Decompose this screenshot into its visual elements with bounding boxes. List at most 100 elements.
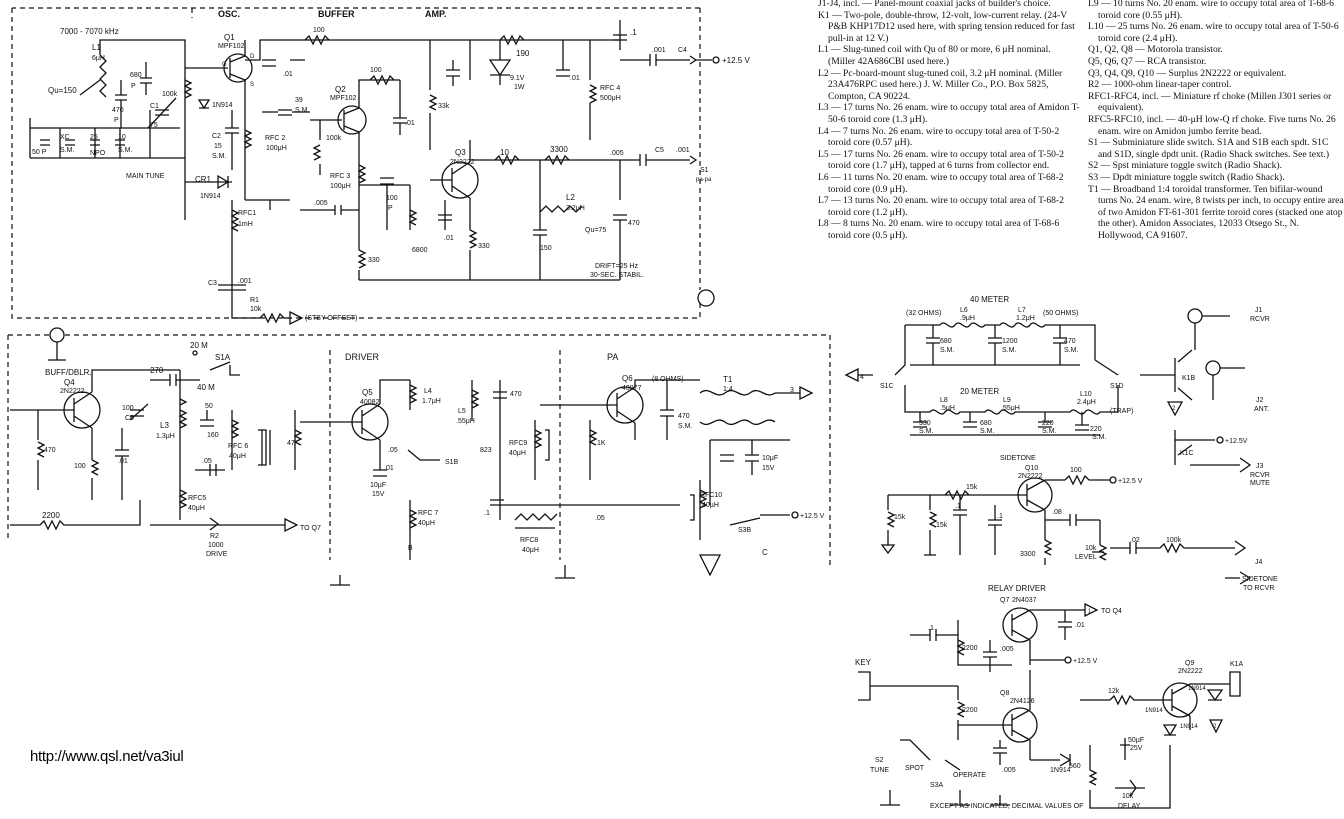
label-t1-ratio: 1:4 [723,386,733,393]
label-q1-type: MPF102 [218,43,245,50]
label-supply-pa: +12.5 V [800,513,825,520]
rfc5-coil [178,480,188,520]
val-r100-b: 100 [370,67,382,74]
label-l4: L4 [424,388,432,395]
tx-dashed-border [7,334,831,565]
c6-trimmer [129,403,149,421]
c470-pa-b [660,380,674,440]
q8-leads [958,670,1031,760]
c08 [1045,514,1100,526]
val-rfc6: 40μH [229,453,246,460]
label-q3: Q3 [455,148,466,157]
label-qu150: Qu=150 [48,86,77,95]
c160 [200,410,214,427]
c01-amp-b [438,200,452,230]
parts-entry: L8 — 8 turns No. 20 enam. wire to occupy… [818,218,1060,241]
r100-q2 [369,74,395,86]
val-r100-a: 100 [313,27,325,34]
q7-leads [1011,609,1085,665]
label-qu75: Qu=75 [585,227,606,234]
s1a-switch [209,361,240,376]
r330-b [468,229,478,260]
label-q5-type: 40082 [360,399,380,406]
l5-coil [470,380,480,420]
footer-note: EXCEPT AS INDICATED, DECIMAL VALUES OF [930,803,1084,810]
cr1-diode [185,174,232,190]
val-l2: 3.2μH [566,205,585,212]
label-1n914-c: 1N914 [1188,686,1206,692]
val-c470-c: 470 [510,391,522,398]
t1-windings [699,389,776,426]
val-r33k: 33k [438,103,450,110]
c005-a [300,205,359,215]
r100k-q2 [312,120,322,175]
label-j3-rcvr: RCVR [1250,472,1270,479]
val-r100k-1: 100k [162,91,178,98]
vfo-dashed-border [11,7,701,319]
tank-bus [29,110,185,159]
val-r1: 10k [250,306,262,313]
c05-a [195,464,225,476]
arrow-2-k1a [1208,719,1224,734]
sidetone-out [1110,540,1247,556]
supply-terminal-pa [791,511,799,519]
rfc4-coil [588,40,598,140]
r2200-key-b [956,686,966,740]
val-l7: 1.2μH [1016,315,1035,322]
q9-leads [1160,683,1230,730]
val-c470-b: 470 [628,220,640,227]
rfc7-coil [408,500,418,560]
level-pot [1092,520,1108,561]
val-c005-c: .005 [1000,646,1014,653]
val-rfc2: 100μH [266,145,287,152]
val-ss9: S.M. [919,428,933,435]
val-c470-e: 470 [1064,338,1076,345]
val-r330-b: 330 [478,243,490,250]
label-relay-driver: RELAY DRIVER [988,584,1046,593]
parts-entry: L4 — 7 turns No. 26 enam. wire to occupy… [818,125,1060,149]
val-rfc1: 1mH [238,221,253,228]
parts-entry: Q3, Q4, Q9, Q10 — Surplus 2N2222 or equi… [1088,67,1287,79]
label-zener: 9.1V [510,75,525,82]
val-r15k-c: 15k [936,522,948,529]
label-50ohms: (50 OHMS) [1043,310,1078,317]
diode-1n914 [197,99,211,110]
r1-path [231,300,290,324]
q4-leads [10,369,180,460]
label-c4: C4 [678,47,687,54]
label-to-q4: TO Q4 [1101,608,1122,615]
r100-q4 [90,459,100,500]
l3-coil [178,370,188,480]
buffer-feed [245,39,350,67]
val-r15k-b: 15k [894,514,906,521]
label-1n914-e: 1N914 [1180,724,1198,730]
val-c01-f: .01 [384,465,394,472]
label-25v: 25V [1130,745,1143,752]
s2-s3a-switches [900,739,961,771]
label-rfc2: RFC 2 [265,135,285,142]
val-c823: 823 [480,447,492,454]
val-c01-a: .01 [283,71,293,78]
c005-key [983,640,997,672]
c470-pa [493,380,507,520]
val-ss7: S.M. [1002,347,1016,354]
val-r2200-b: 2200 [962,645,978,652]
val-c001-c: .001 [676,147,690,154]
parts-entry: L9 — 10 turns No. 20 enam. wire to occup… [1088,0,1334,21]
label-spot: SPOT [905,765,925,772]
val-r3300-b: 3300 [1020,551,1036,558]
rfc9-coil [533,420,550,480]
label-supply-q10: +12.5 V [1118,478,1143,485]
label-50uf: 50μF [1128,737,1144,744]
parts-entry: L10 — 25 turns No. 26 enam. wire to occu… [1088,21,1339,44]
label-s1a: S1A [215,353,231,362]
filter-input-arrow [844,367,873,383]
j4-out [1225,571,1252,585]
val-c1-d: .1 [997,513,1003,520]
val-c680-b: 680 [940,338,952,345]
j3-line [1190,457,1252,473]
val-c001-b: .001 [652,47,666,54]
val-c1-b: .1 [484,510,490,517]
val-c1-c: .1 [955,503,961,510]
q1-leads [185,40,246,110]
